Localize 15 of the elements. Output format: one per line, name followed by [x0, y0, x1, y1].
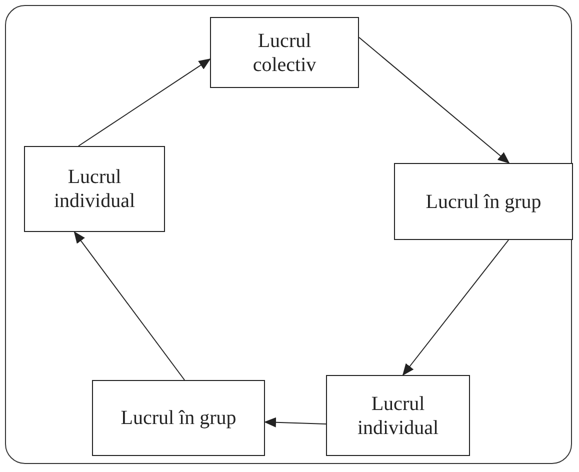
box-label: Lucrul individual	[356, 392, 440, 440]
box-label: Lucrul individual	[52, 165, 136, 213]
arrow	[402, 240, 509, 376]
arrow	[78, 58, 211, 146]
process-box	[24, 146, 165, 232]
process-box	[326, 375, 470, 456]
process-box	[210, 17, 359, 88]
box-label: Lucrul colectiv	[252, 28, 318, 76]
arrow	[264, 417, 326, 428]
box-label: Lucrul în grup	[120, 406, 236, 430]
arrow	[74, 231, 185, 380]
process-box	[92, 380, 265, 456]
arrow	[358, 36, 510, 164]
box-label: Lucrul în grup	[426, 190, 542, 214]
process-box	[394, 163, 573, 240]
